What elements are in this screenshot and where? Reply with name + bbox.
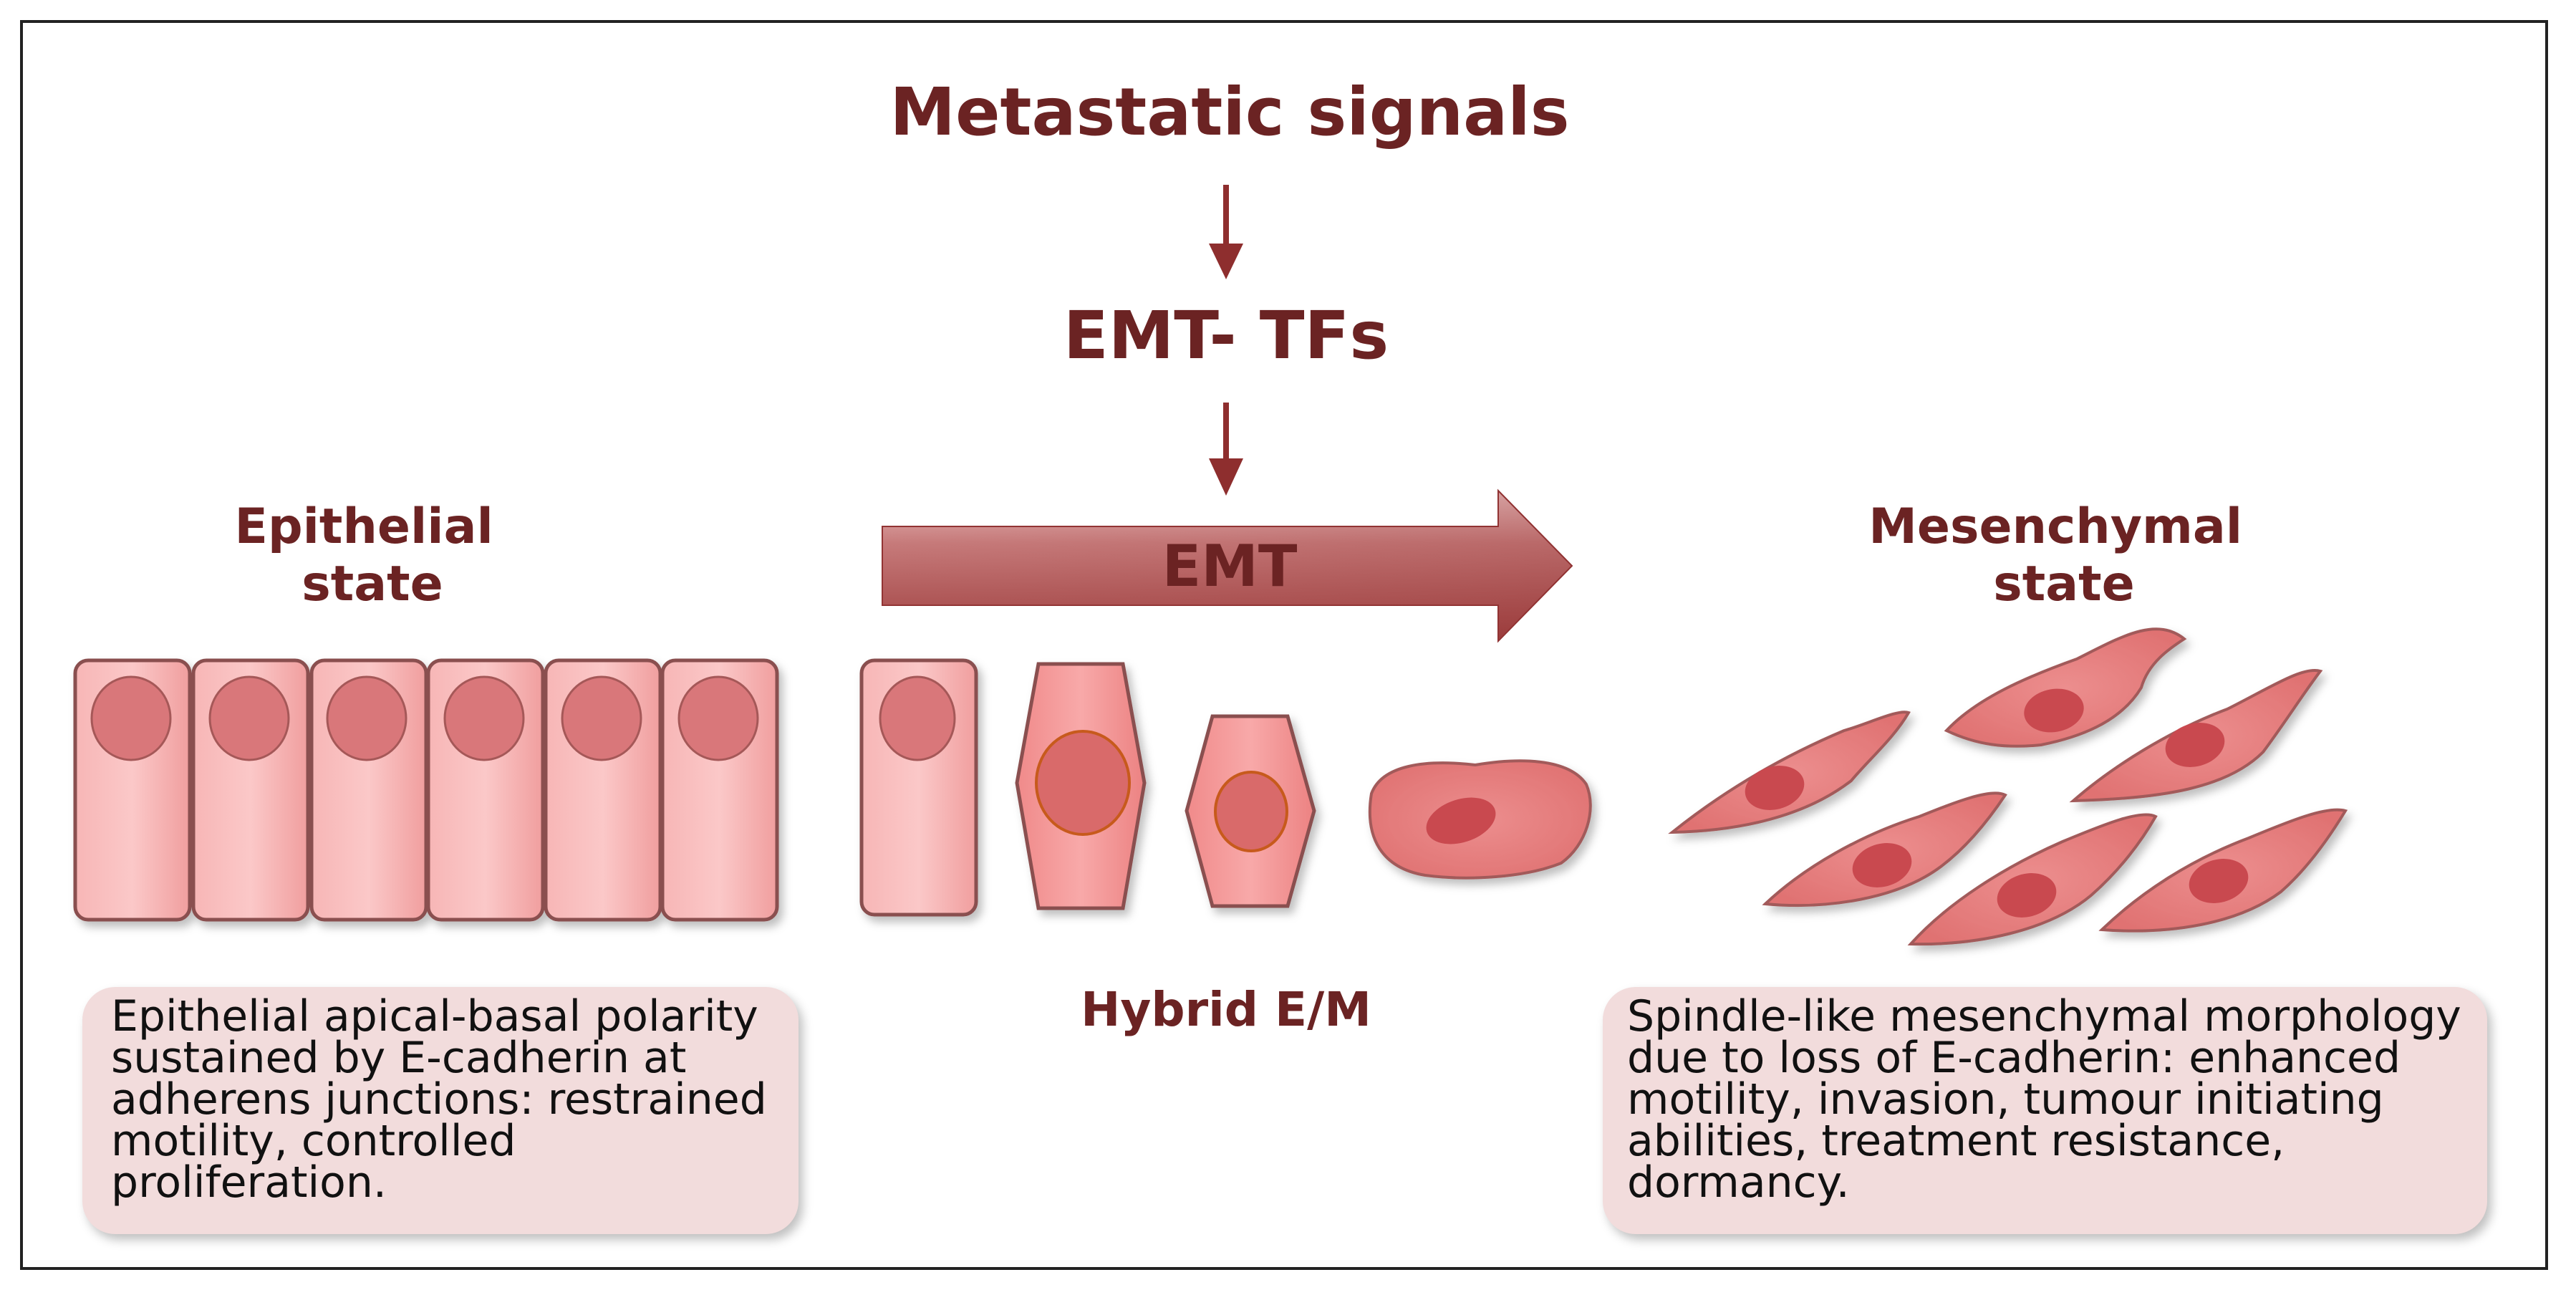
epithelial-description-line: adherens junctions: restrained bbox=[111, 1074, 767, 1125]
spindle-cell bbox=[1907, 813, 2158, 946]
epithelial-state-label: Epithelial state bbox=[235, 499, 511, 612]
epithelial-cell bbox=[309, 658, 428, 922]
mesenchymal-description-line: dormancy. bbox=[1627, 1157, 1850, 1208]
emt-tfs-label: EMT- TFs bbox=[1063, 297, 1389, 374]
epithelial-description-line: proliferation. bbox=[111, 1157, 387, 1208]
hybrid-cells bbox=[859, 658, 1592, 917]
mesenchymal-description-line: abilities, treatment resistance, bbox=[1627, 1116, 2285, 1166]
emt-arrow-label: EMT bbox=[1162, 533, 1298, 600]
mesenchymal-state-label: Mesenchymal state bbox=[1868, 499, 2259, 612]
hybrid-em-label: Hybrid E/M bbox=[1081, 982, 1371, 1037]
spindle-cell bbox=[1944, 627, 2187, 748]
mesenchymal-cells bbox=[1668, 627, 2348, 946]
metastatic-signals-title: Metastatic signals bbox=[890, 74, 1570, 150]
emt-arrow bbox=[882, 488, 1573, 643]
down-arrow-1 bbox=[1209, 185, 1243, 279]
epithelial-description: Epithelial apical-basal polarity sustain… bbox=[111, 991, 799, 1208]
mesenchymal-description-box bbox=[1603, 987, 2487, 1234]
epithelial-cells bbox=[73, 658, 779, 922]
spindle-cell bbox=[1668, 711, 1911, 834]
spindle-cell bbox=[1762, 791, 2007, 907]
hybrid-cell-rectangular bbox=[859, 658, 978, 917]
down-arrow-2 bbox=[1209, 403, 1243, 496]
mesenchymal-description: Spindle-like mesenchymal morphology due … bbox=[1627, 991, 2479, 1208]
epithelial-cell bbox=[660, 658, 779, 922]
epithelial-description-box bbox=[82, 987, 799, 1234]
hybrid-cell-hexagonal-large bbox=[1015, 662, 1147, 910]
epithelial-description-line: sustained by E-cadherin at bbox=[111, 1033, 687, 1083]
epithelial-cell bbox=[426, 658, 545, 922]
epithelial-description-line: Epithelial apical-basal polarity bbox=[111, 991, 758, 1041]
mesenchymal-description-line: Spindle-like mesenchymal morphology bbox=[1627, 991, 2461, 1041]
spindle-cell bbox=[2069, 669, 2323, 803]
epithelial-description-line: motility, controlled bbox=[111, 1116, 516, 1166]
spindle-cell bbox=[2098, 808, 2348, 933]
epithelial-cell bbox=[544, 658, 662, 922]
mesenchymal-description-line: due to loss of E-cadherin: enhanced bbox=[1627, 1033, 2401, 1083]
hybrid-cell-hexagonal-small bbox=[1185, 714, 1316, 908]
hybrid-cell-oval bbox=[1368, 759, 1592, 880]
epithelial-cell bbox=[73, 658, 192, 922]
mesenchymal-description-line: motility, invasion, tumour initiating bbox=[1627, 1074, 2384, 1125]
epithelial-cell bbox=[191, 658, 310, 922]
